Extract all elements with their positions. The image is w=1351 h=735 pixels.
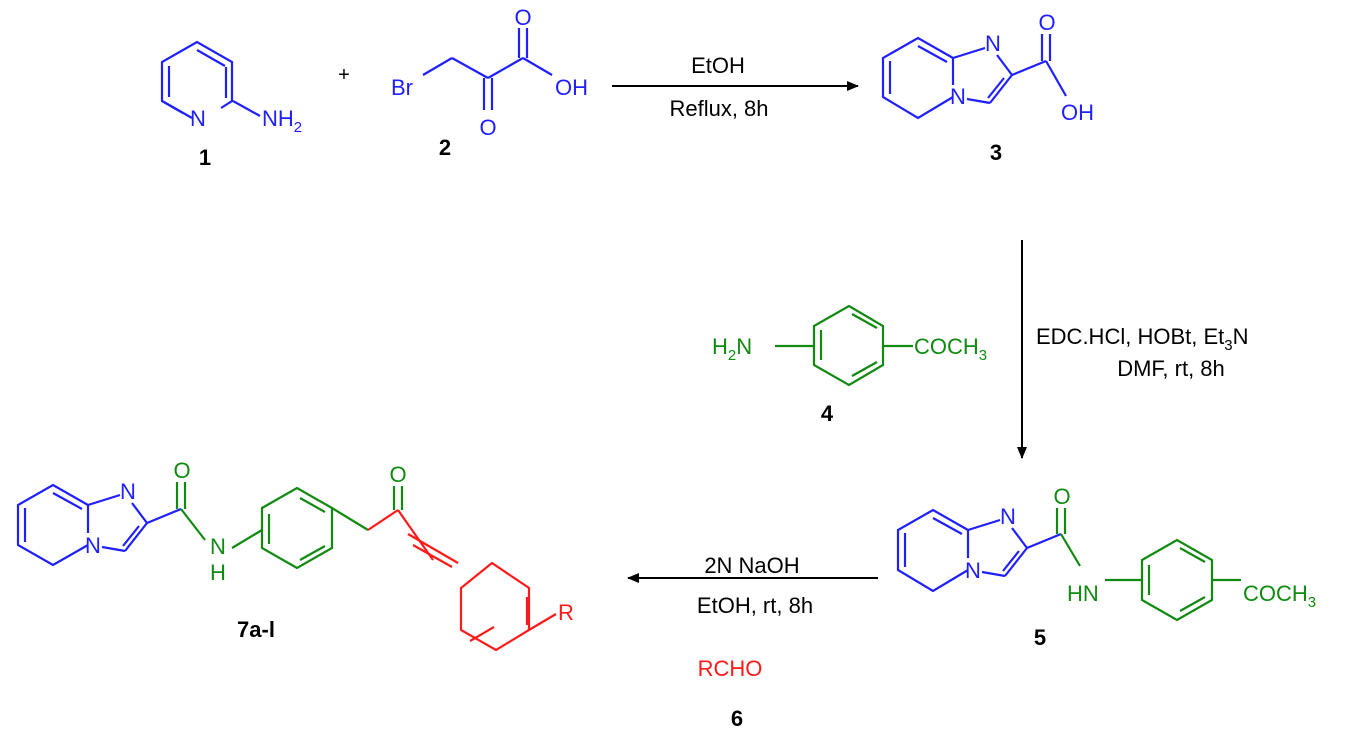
- compound-7-o-amide-label: O: [173, 458, 190, 483]
- compound-7-structure-styryl: [407, 533, 557, 652]
- step-3-reagent: 2N NaOH: [704, 553, 799, 578]
- compound-7-structure-enone: [367, 486, 434, 561]
- compound-7-o-ketone-label: O: [389, 462, 406, 487]
- compound-3-n-bridge-label: N: [950, 84, 966, 109]
- compound-1-nh2-label: NH2: [262, 106, 302, 136]
- compound-4-number: 4: [821, 401, 834, 426]
- compound-1-n-label: N: [190, 106, 206, 131]
- compound-3-structure: [881, 34, 1067, 120]
- compound-7-n-bridge-label: N: [85, 533, 101, 558]
- compound-5-number: 5: [1034, 625, 1046, 650]
- step-1-reagent: EtOH: [691, 53, 745, 78]
- compound-4-acetyl-label: COCH3: [914, 334, 987, 364]
- compound-3-n-top-label: N: [985, 31, 1001, 56]
- compound-7-r-label: R: [558, 600, 574, 625]
- compound-6-formula: RCHO: [698, 656, 763, 681]
- compound-4-h2n-label: H2N: [712, 334, 752, 364]
- compound-5-n-top-label: N: [1000, 504, 1016, 529]
- compound-7-structure-linker: [175, 482, 369, 570]
- compound-5-o-label: O: [1053, 484, 1070, 509]
- compound-3-oh-label: OH: [1061, 100, 1094, 125]
- compound-3-number: 3: [990, 140, 1002, 165]
- compound-2-br-label: Br: [391, 75, 413, 100]
- step-2-conditions: DMF, rt, 8h: [1117, 356, 1225, 381]
- compound-7-structure-core: [16, 483, 182, 567]
- step-2-reagents: EDC.HCl, HOBt, Et3N: [1036, 324, 1248, 354]
- compound-1-structure: [160, 40, 261, 119]
- compound-5-acetyl-label: COCH3: [1243, 581, 1316, 611]
- compound-2-o-bottom-label: O: [479, 115, 496, 140]
- compound-5-structure-amide: [1055, 508, 1241, 622]
- compound-7-nh-h-label: H: [210, 560, 226, 585]
- compound-1-number: 1: [199, 145, 211, 170]
- compound-5-structure-core: [896, 508, 1062, 593]
- compound-5-n-bridge-label: N: [965, 558, 981, 583]
- compound-5-hn-label: HN: [1067, 581, 1099, 606]
- compound-7-n-top-label: N: [120, 479, 136, 504]
- step-3-conditions: EtOH, rt, 8h: [697, 593, 813, 618]
- compound-2-oh-label: OH: [555, 75, 588, 100]
- compound-3-o-label: O: [1038, 10, 1055, 35]
- compound-7-number: 7a-l: [237, 617, 275, 642]
- compound-2-number: 2: [439, 135, 451, 160]
- compound-2-structure: [422, 28, 553, 110]
- compound-4-structure: [775, 304, 913, 387]
- compound-6-number: 6: [731, 706, 743, 731]
- compound-2-o-top-label: O: [514, 5, 531, 30]
- plus-sign: +: [338, 64, 350, 86]
- step-1-conditions: Reflux, 8h: [669, 96, 768, 121]
- compound-7-nh-n-label: N: [210, 534, 226, 559]
